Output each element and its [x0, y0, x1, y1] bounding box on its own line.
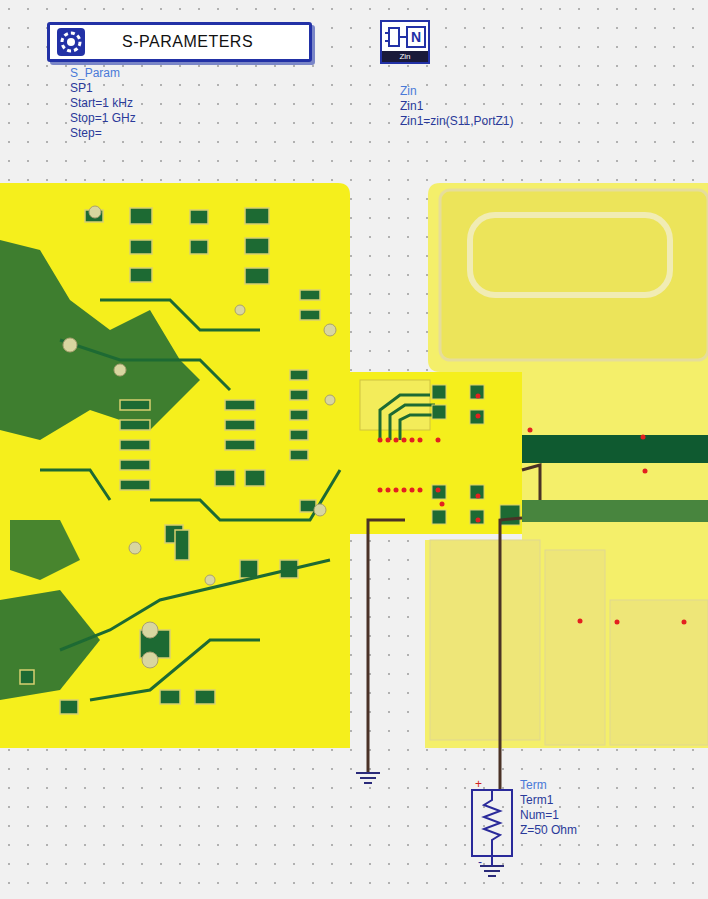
component-type: Zin	[400, 84, 417, 98]
component-type: S_Param	[70, 66, 120, 80]
instance-name: SP1	[70, 81, 93, 95]
simulation-controller: S-PARAMETERS	[47, 22, 312, 62]
parameter: Step=	[70, 126, 102, 140]
pcb-right	[425, 183, 708, 748]
wire	[368, 518, 522, 790]
controller-icon	[56, 27, 86, 57]
pcb-middle	[350, 372, 522, 534]
icon-letter: N	[406, 26, 426, 48]
parameter: Stop=1 GHz	[70, 111, 136, 125]
resistor-symbol	[472, 790, 512, 866]
icon-caption: Zin	[382, 51, 428, 62]
pcb-left	[0, 183, 350, 748]
instance-name: Term1	[520, 793, 553, 807]
component-type: Term	[520, 778, 547, 792]
parameter: Num=1	[520, 808, 559, 822]
network-icon	[385, 25, 407, 51]
instance-name: Zin1	[400, 99, 423, 113]
parameter: Z=50 Ohm	[520, 823, 577, 837]
parameter: Start=1 kHz	[70, 96, 133, 110]
measurement-equation-icon: N Zin	[380, 20, 430, 64]
controller-title: S-PARAMETERS	[122, 33, 253, 51]
pin-polarity: +	[475, 777, 482, 791]
ground-symbol	[356, 773, 504, 876]
pin-polarity: -	[478, 855, 482, 869]
equation: Zin1=zin(S11,PortZ1)	[400, 114, 514, 128]
